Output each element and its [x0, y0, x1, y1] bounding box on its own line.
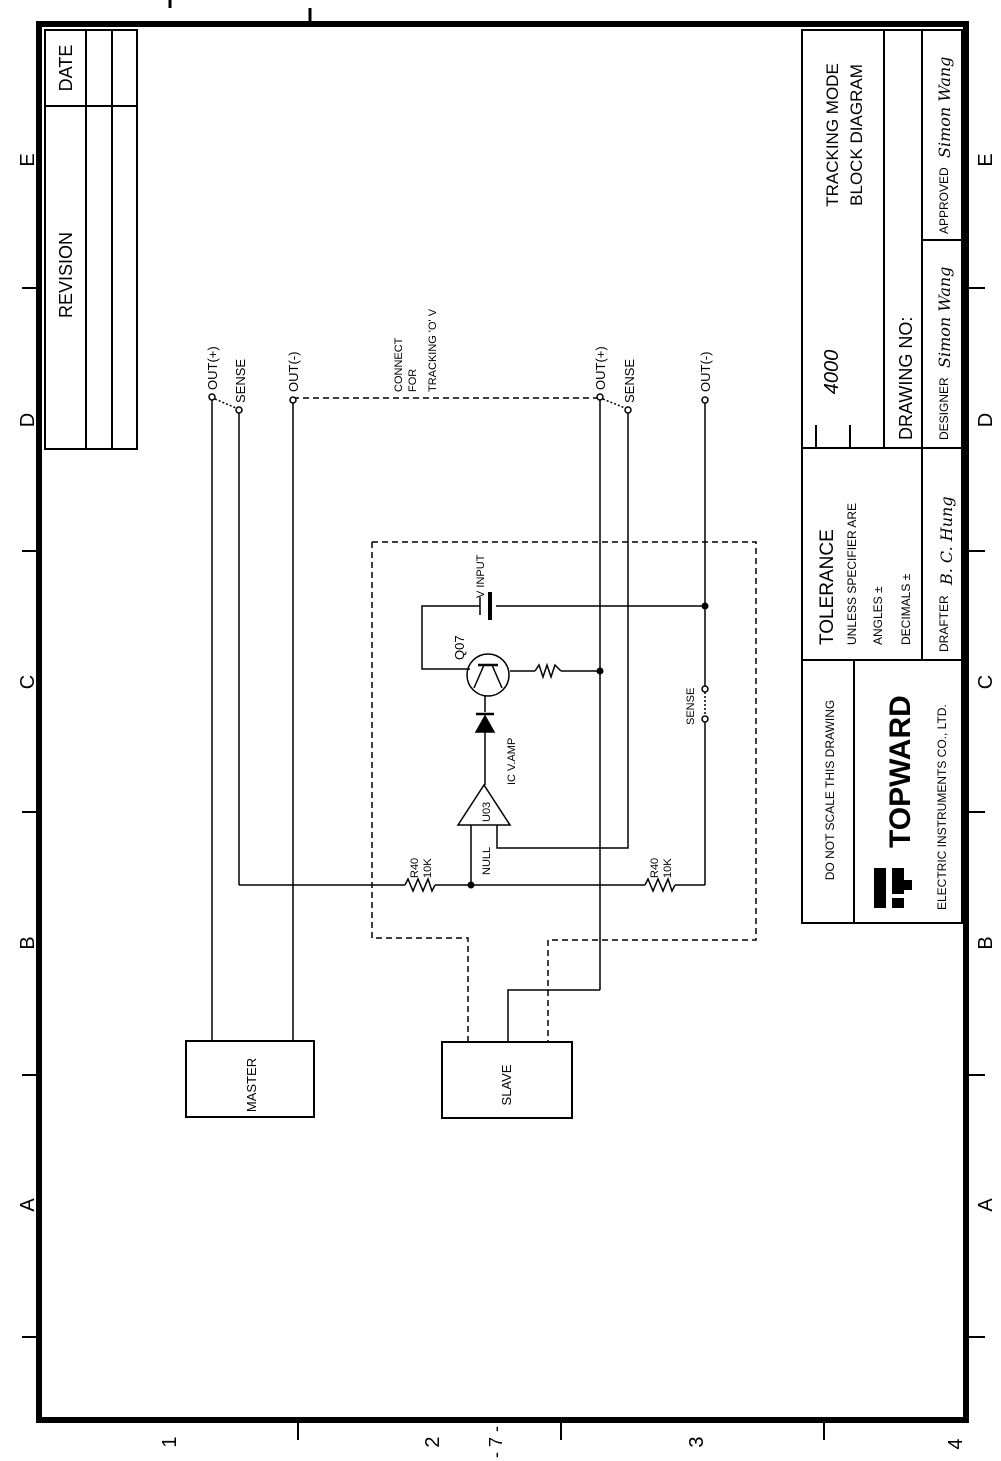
connect-note-line3: TRACKING 'O' V: [427, 308, 439, 392]
master-label: MASTER: [244, 1058, 259, 1112]
page-number: - 7 -: [486, 1426, 506, 1458]
company-name: TOPWARD: [884, 695, 917, 848]
approved-signature: Simon Wang: [935, 57, 954, 158]
revision-block: REVISION DATE: [44, 29, 138, 450]
resistor2-ref: R40: [649, 858, 661, 878]
master-out-minus-label: OUT(-): [286, 352, 301, 392]
slave-box: SLAVE: [441, 1041, 573, 1119]
drawing-no-label: DRAWING NO:: [896, 317, 916, 440]
slave-label: SLAVE: [499, 1064, 514, 1105]
connect-note-line1: CONNECT: [393, 337, 405, 392]
approved-label: APPROVED: [937, 167, 951, 234]
revision-header: REVISION: [56, 232, 76, 318]
zone-letter: D: [975, 413, 997, 427]
master-out-plus-label: OUT(+): [205, 346, 220, 390]
zone-letter: A: [975, 1198, 997, 1212]
master-sense-label: SENSE: [233, 359, 248, 403]
resistor2-value: 10K: [662, 858, 674, 878]
null-label: NULL: [481, 847, 493, 875]
op-amp-icon: [456, 783, 512, 826]
zone-letters-right: E D C B A: [975, 153, 997, 1211]
transistor-ref: Q07: [452, 635, 467, 660]
slave-out-minus-label: OUT(-): [698, 352, 713, 392]
master-box: MASTER: [185, 1040, 315, 1118]
resistor1-value: 10K: [422, 858, 434, 878]
zone-letter: E: [975, 153, 997, 166]
title-block: 4000 TRACKING MODE BLOCK DIAGRAM DRAWING…: [801, 29, 963, 924]
resistor1-ref: R40: [409, 858, 421, 878]
model-number: 4000: [821, 350, 843, 395]
slave-out-plus-label: OUT(+): [593, 346, 608, 390]
tolerance-unless: UNLESS SPECIFIER ARE: [845, 503, 859, 645]
zone-letter: E: [17, 153, 39, 166]
zone-letters-left: E D C B A: [17, 153, 39, 1211]
op-amp-label: IC V.AMP: [506, 738, 518, 785]
company-full-name: ELECTRIC INSTRUMENTS CO., LTD.: [935, 704, 949, 910]
drawing-border: [22, 0, 985, 1440]
designer-label: DESIGNER: [937, 377, 951, 440]
wiring: [211, 397, 706, 1042]
zone-number: 1: [159, 1436, 181, 1447]
schematic-labels: OUT(+) SENSE OUT(-) CONNECT FOR TRACKING…: [205, 308, 713, 878]
drawing-title-line2: BLOCK DIAGRAM: [847, 64, 866, 206]
tolerance-decimals: DECIMALS ±: [899, 573, 913, 645]
zone-letter: A: [17, 1198, 39, 1212]
transistor-icon: [466, 653, 510, 697]
zone-letter: C: [975, 675, 997, 689]
slave-sense-label: SENSE: [622, 359, 637, 403]
drafter-label: DRAFTER: [937, 595, 951, 652]
diode-icon: [474, 712, 496, 733]
drafter-signature: B. C. Hung: [937, 496, 956, 586]
v-input-label: V INPUT: [475, 554, 487, 598]
zone-number: 2: [422, 1436, 444, 1447]
zone-letter: D: [17, 413, 39, 427]
junction-dots: [467, 602, 709, 889]
zone-letter: B: [975, 936, 997, 949]
zone-number: 4: [945, 1438, 967, 1449]
tolerance-angles: ANGLES ±: [871, 586, 885, 645]
resistor-icon: [404, 662, 676, 893]
sense-mid-label: SENSE: [685, 688, 697, 725]
terminals: [208, 393, 709, 723]
tolerance-label: TOLERANCE: [817, 529, 838, 645]
sense-jumpers: [214, 398, 706, 716]
do-not-scale-note: DO NOT SCALE THIS DRAWING: [823, 700, 837, 880]
date-header: DATE: [56, 45, 76, 92]
drawing-title-line1: TRACKING MODE: [823, 63, 842, 207]
zone-letter: C: [17, 675, 39, 689]
zone-letter: B: [17, 936, 39, 949]
connect-note-line2: FOR: [407, 369, 419, 392]
battery-icon: [479, 592, 492, 620]
zone-number: 3: [686, 1436, 708, 1447]
designer-signature: Simon Wang: [935, 267, 954, 368]
op-amp-ref: U03: [481, 802, 493, 822]
zone-numbers-bottom: 1 2 3 4 - 7 -: [159, 1426, 967, 1458]
topward-logo: [874, 868, 912, 908]
